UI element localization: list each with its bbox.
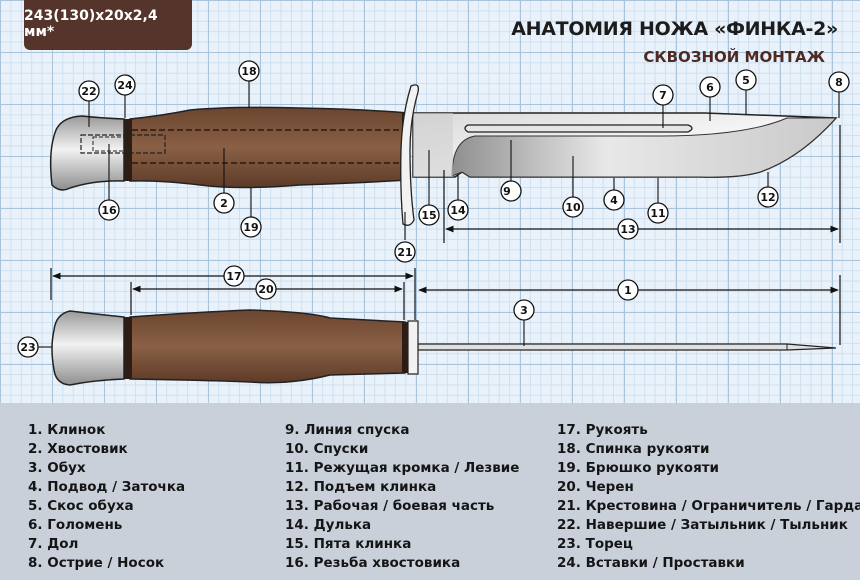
callout-24: 24 <box>114 74 136 96</box>
legend-column-3: 17. Рукоять 18. Спинка рукояти 19. Брюшк… <box>557 421 860 573</box>
legend-item: 6. Голомень <box>28 517 123 533</box>
callout-2: 2 <box>213 192 235 214</box>
callout-19: 19 <box>240 216 262 238</box>
handle-wood <box>129 106 409 189</box>
spine-rod <box>417 343 837 351</box>
callout-6: 6 <box>699 76 721 98</box>
legend-item: 9. Линия спуска <box>285 422 410 438</box>
legend-column-2: 9. Линия спуска 10. Спуски 11. Режущая к… <box>285 421 519 573</box>
callout-3: 3 <box>513 299 535 321</box>
callout-14: 14 <box>447 199 469 221</box>
legend-item: 11. Режущая кромка / Лезвие <box>285 460 520 476</box>
callout-7: 7 <box>652 84 674 106</box>
callout-1: 1 <box>617 279 639 301</box>
legend-item: 3. Обух <box>28 460 86 476</box>
callout-23: 23 <box>17 336 39 358</box>
svg-text:3: 3 <box>520 304 528 317</box>
legend-column-1: 1. Клинок 2. Хвостовик 3. Обух 4. Подвод… <box>28 421 185 573</box>
spacer-dark <box>124 119 132 181</box>
legend-item: 4. Подвод / Заточка <box>28 479 186 495</box>
svg-text:13: 13 <box>620 223 635 236</box>
knife-diagram: 1 2 3 4 5 6 7 8 9 10 11 12 13 14 15 16 1… <box>17 60 850 386</box>
callout-21: 21 <box>394 241 416 263</box>
svg-text:11: 11 <box>650 207 665 220</box>
legend-item: 1. Клинок <box>28 422 106 438</box>
svg-text:12: 12 <box>760 191 775 204</box>
callout-9: 9 <box>500 180 522 202</box>
svg-text:6: 6 <box>706 81 714 94</box>
callout-4: 4 <box>603 189 625 211</box>
svg-text:14: 14 <box>450 204 466 217</box>
callout-8: 8 <box>828 71 850 93</box>
callout-13: 13 <box>617 218 639 240</box>
handle-wood-2 <box>129 309 406 384</box>
legend-item: 24. Вставки / Проставки <box>557 555 745 571</box>
svg-text:2: 2 <box>220 197 228 210</box>
legend-item: 5. Скос обуха <box>28 498 134 514</box>
legend-item: 14. Дулька <box>285 517 372 533</box>
callout-5: 5 <box>735 69 757 91</box>
svg-text:21: 21 <box>397 246 412 259</box>
svg-text:23: 23 <box>20 341 35 354</box>
legend-item: 23. Торец <box>557 536 633 552</box>
callout-18: 18 <box>238 60 260 82</box>
size-badge: 243(130)x20x2,4 мм* <box>24 0 192 50</box>
legend-panel: 1. Клинок 2. Хвостовик 3. Обух 4. Подвод… <box>0 403 860 580</box>
bottom-knife <box>51 309 837 386</box>
svg-text:16: 16 <box>101 204 117 217</box>
legend-item: 18. Спинка рукояти <box>557 441 710 457</box>
blade-bevel <box>451 117 838 178</box>
legend-item: 2. Хвостовик <box>28 441 128 457</box>
svg-text:9: 9 <box>503 185 511 198</box>
legend-item: 15. Пята клинка <box>285 536 412 552</box>
callout-20: 20 <box>255 278 277 300</box>
legend-item: 17. Рукоять <box>557 422 648 438</box>
callout-12: 12 <box>757 186 779 208</box>
legend-item: 16. Резьба хвостовика <box>285 555 461 571</box>
callout-16: 16 <box>98 199 120 221</box>
callout-10: 10 <box>562 196 584 218</box>
page-title: АНАТОМИЯ НОЖА «ФИНКА-2» <box>511 18 838 40</box>
legend-item: 13. Рабочая / боевая часть <box>285 498 495 514</box>
ricasso <box>413 113 453 177</box>
top-knife <box>49 84 838 226</box>
svg-text:7: 7 <box>659 89 667 102</box>
legend-item: 21. Крестовина / Ограничитель / Гарда <box>557 498 860 514</box>
pommel-shape-2 <box>51 310 125 386</box>
svg-text:20: 20 <box>258 283 274 296</box>
legend-item: 19. Брюшко рукояти <box>557 460 720 476</box>
svg-text:10: 10 <box>565 201 581 214</box>
svg-text:15: 15 <box>421 209 436 222</box>
svg-text:8: 8 <box>835 76 843 89</box>
svg-text:18: 18 <box>241 65 256 78</box>
svg-text:5: 5 <box>742 74 750 87</box>
callout-15: 15 <box>418 204 440 226</box>
size-label: 243(130)x20x2,4 мм* <box>24 8 158 40</box>
legend-item: 12. Подъем клинка <box>285 479 437 495</box>
callout-17: 17 <box>223 265 245 287</box>
legend-item: 10. Спуски <box>285 441 369 457</box>
leader-lines <box>38 80 840 348</box>
callout-22: 22 <box>78 80 100 102</box>
crossguard <box>400 84 419 226</box>
svg-text:4: 4 <box>610 194 618 207</box>
legend-item: 8. Острие / Носок <box>28 555 165 571</box>
legend-item: 7. Дол <box>28 536 79 552</box>
svg-text:24: 24 <box>117 79 133 92</box>
legend-item: 22. Навершие / Затыльник / Тыльник <box>557 517 848 533</box>
svg-text:17: 17 <box>226 270 241 283</box>
callout-11: 11 <box>647 202 669 224</box>
svg-text:22: 22 <box>81 85 96 98</box>
guard-end <box>407 320 419 375</box>
legend-item: 20. Черен <box>557 479 634 495</box>
fuller-groove <box>464 124 693 133</box>
svg-text:19: 19 <box>243 221 258 234</box>
svg-text:1: 1 <box>624 284 632 297</box>
page-subtitle: СКВОЗНОЙ МОНТАЖ <box>643 48 825 66</box>
